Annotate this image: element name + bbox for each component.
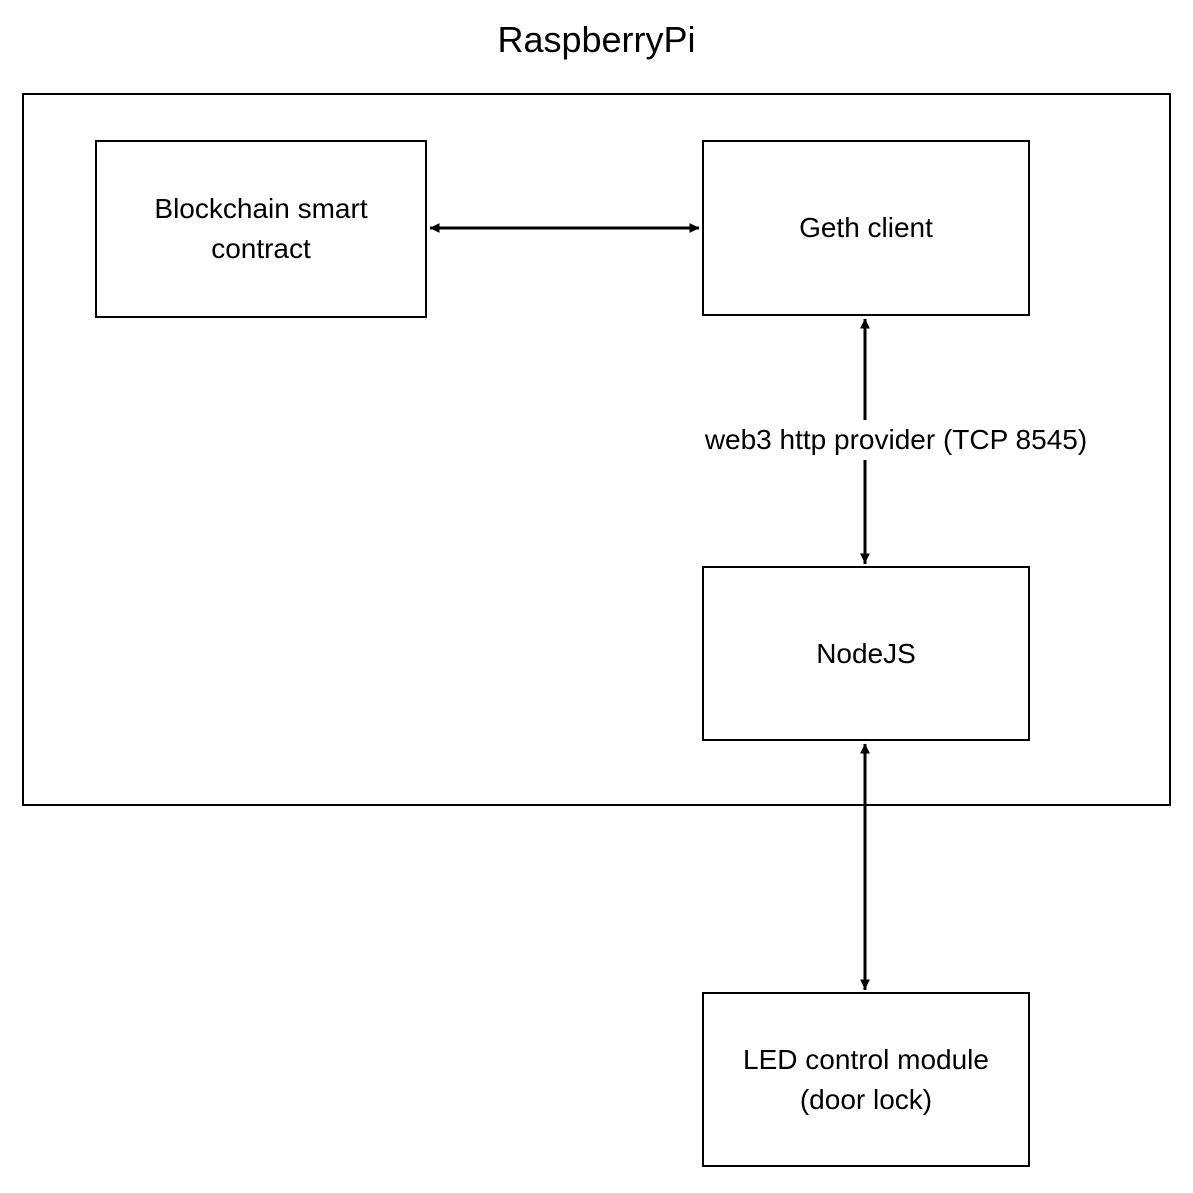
edge-label-web3-http-provider: web3 http provider (TCP 8545) xyxy=(660,422,1132,458)
diagram-title: RaspberryPi xyxy=(497,19,696,60)
node-nodejs[interactable]: NodeJS xyxy=(702,566,1030,741)
node-label-geth-client: Geth client xyxy=(799,212,933,243)
node-label-led-control-module: LED control module (door lock) xyxy=(743,1043,989,1115)
node-led-control-module[interactable]: LED control module (door lock) xyxy=(702,992,1030,1167)
node-label-blockchain-smart-contract: Blockchain smart contract xyxy=(154,193,368,264)
container-raspberrypi xyxy=(22,93,1171,806)
node-blockchain-smart-contract[interactable]: Blockchain smart contract xyxy=(95,140,427,318)
node-geth-client[interactable]: Geth client xyxy=(702,140,1030,316)
node-label-nodejs: NodeJS xyxy=(816,637,916,669)
